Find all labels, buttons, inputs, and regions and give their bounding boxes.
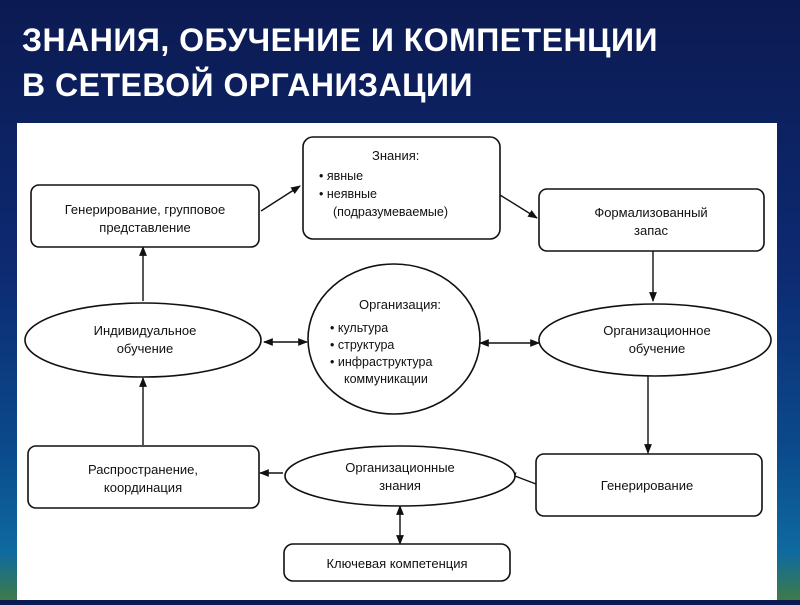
generation-node: Генерирование	[535, 453, 763, 517]
formalized-stock-line-2: запас	[634, 223, 668, 238]
core-competence-label: Ключевая компетенция	[326, 556, 467, 571]
knowledge-node: Знания: • явные • неявные (подразумеваем…	[302, 136, 501, 240]
organization-item-communications: коммуникации	[344, 372, 428, 386]
organization-node: Организация: • культура • структура • ин…	[307, 263, 481, 415]
slide-title-line-1: ЗНАНИЯ, ОБУЧЕНИЕ И КОМПЕТЕНЦИИ	[22, 22, 659, 58]
organizational-knowledge-line-1: Организационные	[345, 460, 455, 475]
individual-learning-line-2: обучение	[117, 341, 174, 356]
generation-label: Генерирование	[601, 478, 693, 493]
generation-group-line-1: Генерирование, групповое	[65, 202, 226, 217]
formalized-stock-line-1: Формализованный	[594, 205, 707, 220]
organization-title: Организация:	[359, 297, 441, 312]
arrow-generation-to-knowledge	[260, 185, 301, 212]
organizational-knowledge-node: Организационные знания	[284, 445, 516, 507]
core-competence-node: Ключевая компетенция	[283, 543, 511, 582]
organization-item-culture: • культура	[330, 321, 388, 335]
slide-title-line-2: В СЕТЕВОЙ ОРГАНИЗАЦИИ	[22, 67, 474, 103]
organizational-knowledge-line-2: знания	[379, 478, 421, 493]
organizational-learning-line-1: Организационное	[603, 323, 710, 338]
organization-item-infrastructure: • инфраструктура	[330, 355, 432, 369]
slide-title: ЗНАНИЯ, ОБУЧЕНИЕ И КОМПЕТЕНЦИИ В СЕТЕВОЙ…	[22, 18, 792, 108]
generation-group-line-2: представление	[99, 220, 190, 235]
generation-group-node: Генерирование, групповое представление	[30, 184, 260, 248]
diagram-panel: Знания: • явные • неявные (подразумеваем…	[17, 123, 777, 600]
organizational-learning-node: Организационное обучение	[538, 303, 772, 377]
knowledge-item-explicit: • явные	[319, 169, 363, 183]
knowledge-item-tacit: • неявные	[319, 187, 377, 201]
diagram: Знания: • явные • неявные (подразумеваем…	[24, 136, 772, 582]
individual-learning-line-1: Индивидуальное	[94, 323, 197, 338]
dissemination-line-1: Распространение,	[88, 462, 198, 477]
knowledge-title: Знания:	[372, 148, 419, 163]
formalized-stock-node: Формализованный запас	[538, 188, 765, 252]
arrow-knowledge-to-formalized	[499, 194, 538, 219]
organizational-learning-line-2: обучение	[629, 341, 686, 356]
individual-learning-node: Индивидуальное обучение	[24, 302, 262, 378]
knowledge-item-implied: (подразумеваемые)	[333, 205, 448, 219]
dissemination-node: Распространение, координация	[27, 445, 260, 509]
organization-item-structure: • структура	[330, 338, 394, 352]
dissemination-line-2: координация	[104, 480, 182, 495]
